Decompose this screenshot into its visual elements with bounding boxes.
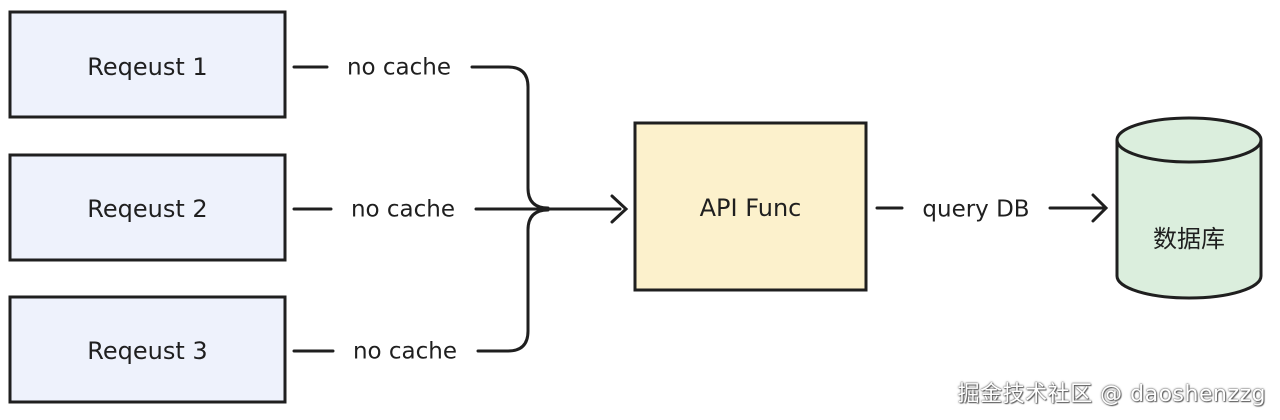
- edge-label-1: no cache: [347, 55, 451, 81]
- arrowhead-to-api: [610, 194, 629, 224]
- edge-label-2: no cache: [351, 197, 455, 223]
- edge-label-3: no cache: [353, 339, 457, 365]
- request-box-1: [8, 10, 287, 119]
- database-cylinder-top: [1115, 116, 1263, 164]
- arrowhead-to-db: [1091, 193, 1109, 223]
- request-label-2: Reqeust 2: [87, 195, 207, 223]
- database-label: 数据库: [1153, 225, 1225, 253]
- edge-1-curve: [470, 65, 550, 210]
- edge-3-curve: [476, 208, 550, 353]
- request-box-2: [8, 153, 287, 262]
- request-node-3: Reqeust 3: [8, 295, 287, 404]
- request-edges: [292, 65, 629, 353]
- api-label: API Func: [700, 194, 802, 222]
- db-edge: [875, 193, 1109, 223]
- request-box-3: [8, 295, 287, 404]
- request-label-3: Reqeust 3: [87, 337, 207, 365]
- request-node-2: Reqeust 2: [8, 153, 287, 262]
- request-node-1: Reqeust 1: [8, 10, 287, 119]
- db-edge-label: query DB: [922, 197, 1029, 223]
- api-node: API Func: [633, 121, 868, 292]
- request-label-1: Reqeust 1: [87, 53, 207, 81]
- watermark: 掘金技术社区 @ daoshenzzg: [957, 382, 1266, 407]
- api-box: [633, 121, 868, 292]
- database-cylinder-body: [1115, 140, 1263, 300]
- database-node: 数据库: [1115, 116, 1263, 300]
